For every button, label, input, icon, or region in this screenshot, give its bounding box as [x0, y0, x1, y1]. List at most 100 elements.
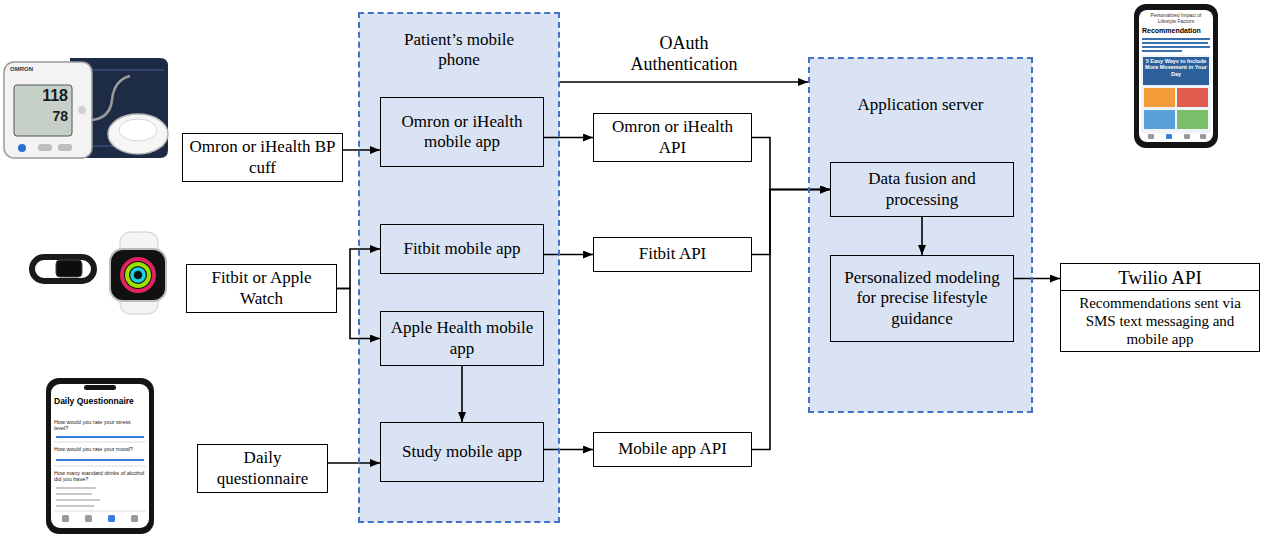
box-label: Daily questionnaire: [204, 448, 321, 489]
connector-arrow: [544, 137, 593, 139]
nav-icon: [85, 515, 92, 522]
group-region: Application serverData fusion and proces…: [808, 57, 1033, 413]
process-box: Fitbit API: [593, 237, 752, 272]
connector-arrow: [1014, 278, 1060, 280]
edge-label: OAuth Authentication: [614, 33, 754, 76]
region-fill: [359, 13, 559, 522]
label-anchor: Recommendation: [1142, 27, 1210, 35]
separator: [54, 442, 146, 443]
phone-screen: [1139, 10, 1213, 142]
region-fill: [809, 58, 1032, 412]
ihealth-device: [108, 114, 168, 154]
process-box: Omron or iHealth BP cuff: [182, 133, 343, 182]
box-label: Twilio API: [1118, 267, 1202, 290]
connector-arrow: [544, 254, 593, 256]
box-label: Apple Health mobile app: [387, 318, 537, 359]
monitor-button: [18, 144, 26, 152]
box-label: Recommendations sent via SMS text messag…: [1067, 294, 1253, 348]
text-line: [1142, 42, 1208, 44]
fitbit-display: [56, 260, 82, 277]
process-box: Study mobile app: [380, 422, 544, 482]
process-box: Omron or iHealth mobile app: [380, 97, 544, 167]
process-box: Apple Health mobile app: [380, 311, 544, 366]
infographic-tile: [1144, 88, 1175, 107]
infographic-header: [1143, 57, 1209, 85]
infographic-tile: [1144, 110, 1175, 129]
box-label: Omron or iHealth mobile app: [387, 112, 537, 153]
box-label: Mobile app API: [618, 439, 727, 459]
text-line: [1142, 46, 1210, 48]
process-box: Fitbit mobile app: [380, 224, 544, 274]
connector-arrow: [328, 462, 380, 464]
infographic-tile: [1177, 88, 1208, 107]
label-anchor: 78: [16, 108, 68, 124]
process-box: Data fusion and processing: [830, 162, 1014, 217]
activity-ring: [122, 259, 154, 291]
separator: [54, 511, 146, 512]
screen-text: 5 Easy Ways to Include More Movement in …: [1145, 58, 1207, 77]
screen-text: Recommendation: [1142, 27, 1210, 35]
option-bar: [56, 493, 92, 495]
label-anchor: How would you rate your mood?: [54, 446, 146, 452]
process-box: Daily questionnaire: [197, 444, 328, 493]
nav-icon: [1166, 134, 1172, 139]
slider-bar: [56, 459, 144, 461]
slider-bar: [56, 436, 144, 438]
label-anchor: 118: [16, 87, 68, 105]
label-anchor: OMRON: [10, 66, 54, 73]
monitor-button: [58, 144, 72, 151]
cuff-tube: [92, 76, 130, 120]
box-label: Omron or iHealth API: [600, 117, 745, 158]
connector-arrow: [921, 217, 923, 255]
connector-arrow: [560, 81, 808, 83]
connector-arrow: [752, 138, 830, 190]
bp-monitor: [4, 62, 92, 158]
process-box: Personalized modeling for precise lifest…: [830, 255, 1014, 342]
box-label: Omron or iHealth BP cuff: [189, 137, 336, 178]
phone-screen: [51, 384, 149, 528]
ihealth-button: [119, 119, 157, 141]
nav-icon: [62, 515, 69, 522]
infographic-tile: [1177, 110, 1208, 129]
screen-text: 78: [16, 108, 68, 124]
connector-arrow: [461, 366, 463, 422]
label-anchor: How many standard drinks of alcohol did …: [54, 470, 146, 483]
region-heading: Patient’s mobile phone: [384, 30, 534, 71]
label-anchor: Personalized Impact of Lifestyle Factors: [1142, 13, 1210, 25]
region-heading: Application server: [821, 95, 1021, 115]
text-line: [1142, 38, 1210, 40]
box-label: Personalized modeling for precise lifest…: [837, 268, 1007, 329]
screen-text: How would you rate your mood?: [54, 446, 146, 452]
connector-arrow: [752, 190, 830, 450]
watch-case: [110, 249, 166, 301]
nav-icon: [108, 515, 115, 522]
group-region: Patient’s mobile phoneOmron or iHealth m…: [358, 12, 560, 523]
connector-arrow: [752, 190, 830, 255]
text-line: [1142, 50, 1182, 52]
box-label: Data fusion and processing: [837, 169, 1007, 210]
option-bar: [56, 487, 96, 489]
nav-icon: [131, 515, 138, 522]
connector-arrow: [343, 149, 380, 151]
screen-text: OMRON: [10, 66, 54, 73]
label-anchor: 5 Easy Ways to Include More Movement in …: [1145, 58, 1207, 77]
phone-notch: [84, 385, 116, 390]
box-label: Fitbit or Apple Watch: [193, 268, 330, 309]
label-anchor: How would you rate your stress level?: [54, 419, 146, 432]
phone-frame: [46, 378, 154, 534]
box-label: Study mobile app: [402, 442, 522, 462]
monitor-screen: [14, 85, 72, 136]
process-box: Fitbit or Apple Watch: [186, 264, 337, 313]
screen-text: 118: [16, 87, 68, 105]
phone-frame: [1134, 4, 1218, 148]
screen-text: How would you rate your stress level?: [54, 419, 146, 432]
edge-label-anchor: OAuth Authentication: [614, 33, 754, 76]
fitbit-band: [32, 257, 94, 281]
box-label: Fitbit mobile app: [403, 239, 520, 259]
screen-text: Daily Questionnaire: [54, 397, 146, 407]
activity-ring: [127, 264, 149, 286]
screen-text: How many standard drinks of alcohol did …: [54, 470, 146, 483]
nav-icon: [1200, 134, 1206, 139]
separator: [54, 466, 146, 467]
